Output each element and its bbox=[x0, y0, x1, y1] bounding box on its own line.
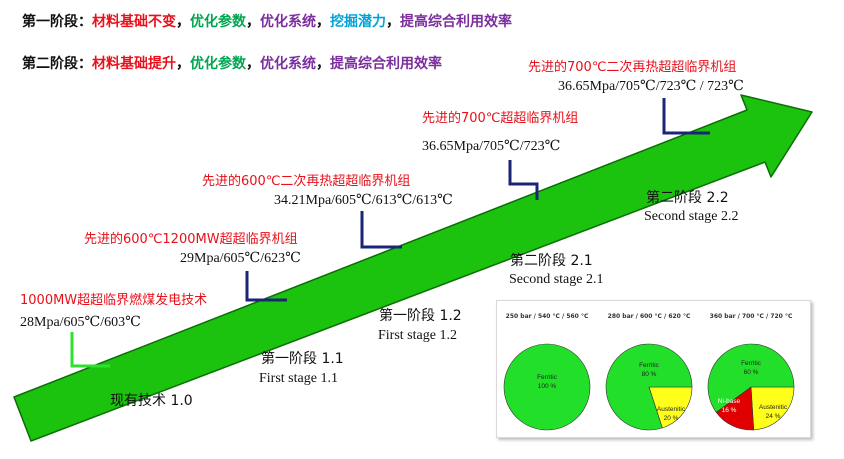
milestone-params-3: 34.21Mpa/605℃/613℃/613℃ bbox=[274, 193, 453, 208]
pie-title-3: 360 bar / 700 °C / 720 °C bbox=[709, 313, 793, 320]
stage-label-2-1-en: Second stage 2.1 bbox=[509, 272, 604, 287]
stage-label-1-2-en: First stage 1.2 bbox=[378, 328, 457, 343]
connector-3 bbox=[360, 211, 402, 249]
milestone-params-5: 36.65Mpa/705℃/723℃ / 723℃ bbox=[558, 79, 744, 94]
milestone-title-3: 先进的600℃二次再热超超临界机组 bbox=[202, 174, 411, 189]
pie-label-pct: 20 % bbox=[664, 415, 679, 422]
pie-label-name: Ferritic bbox=[639, 362, 660, 369]
pie-slice-ferritic bbox=[707, 343, 795, 413]
milestone-params-1: 28Mpa/605℃/603℃ bbox=[20, 315, 141, 330]
stage-two-segment: ， bbox=[316, 56, 330, 72]
pie-slice-austenitic bbox=[750, 386, 795, 431]
pie-slice-ferritic bbox=[503, 343, 591, 431]
stage-one-segment: 优化参数 bbox=[190, 14, 246, 30]
stage-one-summary: 第一阶段：材料基础不变，优化参数，优化系统，挖掘潜力，提高综合利用效率 bbox=[22, 11, 512, 31]
connector-1 bbox=[70, 332, 110, 368]
pie-label-pct: 100 % bbox=[538, 383, 557, 390]
material-share-panel: 250 bar / 540 °C / 560 °C 280 bar / 600 … bbox=[496, 300, 811, 438]
stage-two-segment: ， bbox=[246, 56, 260, 72]
stage-one-segment: ， bbox=[246, 14, 260, 30]
stage-one-segment: 提高综合利用效率 bbox=[400, 14, 512, 30]
material-pies: Ferritic 100 % Ferritic 80 % Austenitic 20 % F… bbox=[503, 343, 795, 431]
milestone-title-1: 1000MW超超临界燃煤发电技术 bbox=[20, 293, 208, 308]
pie-label-pct: 16 % bbox=[722, 407, 737, 414]
pie-label-name: Austenitic bbox=[759, 404, 788, 411]
pie-slice-austenitic bbox=[648, 386, 693, 429]
stage-label-1-0: 现有技术 1.0 bbox=[110, 393, 193, 409]
stage-label-1-1: 第一阶段 1.1 bbox=[261, 351, 344, 367]
pie-label-name: Austenitic bbox=[657, 406, 686, 413]
pie-label-pct: 60 % bbox=[744, 369, 759, 376]
milestone-title-2: 先进的600℃1200MW超超临界机组 bbox=[84, 232, 298, 247]
pie-label-name: Ferritic bbox=[741, 360, 762, 367]
stage-two-summary: 第二阶段：材料基础提升，优化参数，优化系统，提高综合利用效率 bbox=[22, 53, 442, 73]
stage-one-segment: 挖掘潜力 bbox=[330, 14, 386, 30]
stage-label-2-2-en: Second stage 2.2 bbox=[644, 209, 739, 224]
stage-label-1-1-en: First stage 1.1 bbox=[259, 371, 338, 386]
pie-slice-ferritic bbox=[605, 343, 693, 431]
stage-label-2-2: 第二阶段 2.2 bbox=[646, 190, 729, 206]
stage-two-segment: ， bbox=[176, 56, 190, 72]
pie-title-1: 250 bar / 540 °C / 560 °C bbox=[505, 313, 589, 320]
connector-5 bbox=[662, 98, 710, 135]
stage-one-segment: 优化系统 bbox=[260, 14, 316, 30]
stage-one-segment: ， bbox=[386, 14, 400, 30]
pie-label-name: Ni-base bbox=[718, 398, 741, 405]
stage-two-segment: 优化系统 bbox=[260, 56, 316, 72]
stage-one-segment: 材料基础不变 bbox=[92, 14, 176, 30]
connector-2 bbox=[245, 271, 287, 302]
stage-two-segment: 提高综合利用效率 bbox=[330, 56, 442, 72]
stage-two-segment: 优化参数 bbox=[190, 56, 246, 72]
stage-label-1-2: 第一阶段 1.2 bbox=[379, 308, 462, 324]
stage-two-segment: 材料基础提升 bbox=[92, 56, 176, 72]
stage-one-segment: ， bbox=[176, 14, 190, 30]
milestone-params-4: 36.65Mpa/705℃/723℃ bbox=[422, 139, 561, 154]
stage-label-2-1: 第二阶段 2.1 bbox=[510, 253, 593, 269]
milestone-title-5: 先进的700℃二次再热超超临界机组 bbox=[528, 60, 737, 75]
milestone-title-4: 先进的700℃超超临界机组 bbox=[422, 111, 579, 126]
pie-label-pct: 80 % bbox=[642, 371, 657, 378]
connector-4 bbox=[508, 160, 539, 200]
stage-one-segment: ， bbox=[316, 14, 330, 30]
arrow-body bbox=[13, 94, 813, 442]
pie-label-name: Ferritic bbox=[537, 374, 558, 381]
pie-label-pct: 24 % bbox=[766, 413, 781, 420]
stage-one-prefix: 第一阶段： bbox=[22, 14, 92, 30]
pie-title-2: 280 bar / 600 °C / 620 °C bbox=[607, 313, 691, 320]
milestone-params-2: 29Mpa/605℃/623℃ bbox=[180, 251, 301, 266]
stage-two-prefix: 第二阶段： bbox=[22, 56, 92, 72]
